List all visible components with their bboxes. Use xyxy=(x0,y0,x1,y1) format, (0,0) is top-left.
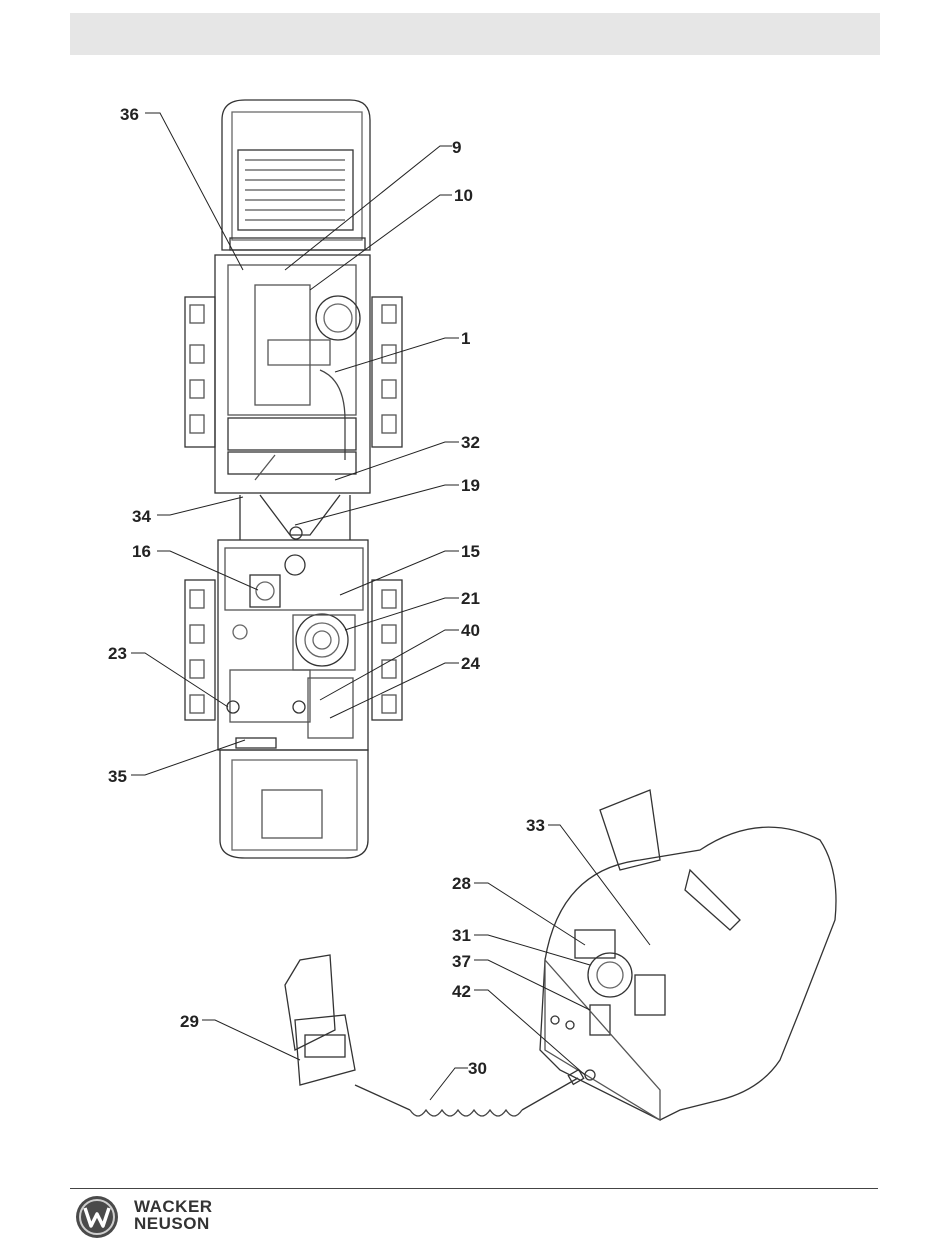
leader-lines xyxy=(131,113,650,1100)
callout-33: 33 xyxy=(526,816,545,835)
callout-labels: 36 9 10 1 32 19 34 16 15 21 40 23 24 35 … xyxy=(108,105,545,1078)
callout-40: 40 xyxy=(461,621,480,640)
wacker-neuson-logo-icon xyxy=(74,1194,120,1240)
callout-9: 9 xyxy=(452,138,461,157)
callout-35: 35 xyxy=(108,767,127,786)
callout-16: 16 xyxy=(132,542,151,561)
brand-line-2: NEUSON xyxy=(134,1215,213,1232)
callout-30: 30 xyxy=(468,1059,487,1078)
callout-34: 34 xyxy=(132,507,151,526)
callout-36: 36 xyxy=(120,105,139,124)
remote-control-and-cable xyxy=(285,955,584,1116)
machine-top-view xyxy=(185,100,402,858)
callout-42: 42 xyxy=(452,982,471,1001)
callout-28: 28 xyxy=(452,874,471,893)
callout-19: 19 xyxy=(461,476,480,495)
callout-32: 32 xyxy=(461,433,480,452)
brand-name: WACKER NEUSON xyxy=(134,1198,213,1232)
callout-1: 1 xyxy=(461,329,470,348)
callout-10: 10 xyxy=(454,186,473,205)
control-station-iso-view xyxy=(540,790,836,1120)
callout-31: 31 xyxy=(452,926,471,945)
callout-21: 21 xyxy=(461,589,480,608)
callout-37: 37 xyxy=(452,952,471,971)
callout-24: 24 xyxy=(461,654,480,673)
callout-29: 29 xyxy=(180,1012,199,1031)
brand-line-1: WACKER xyxy=(134,1198,213,1215)
callout-23: 23 xyxy=(108,644,127,663)
callout-15: 15 xyxy=(461,542,480,561)
brand-logo: WACKER NEUSON xyxy=(74,1194,274,1240)
footer-divider xyxy=(70,1188,878,1189)
